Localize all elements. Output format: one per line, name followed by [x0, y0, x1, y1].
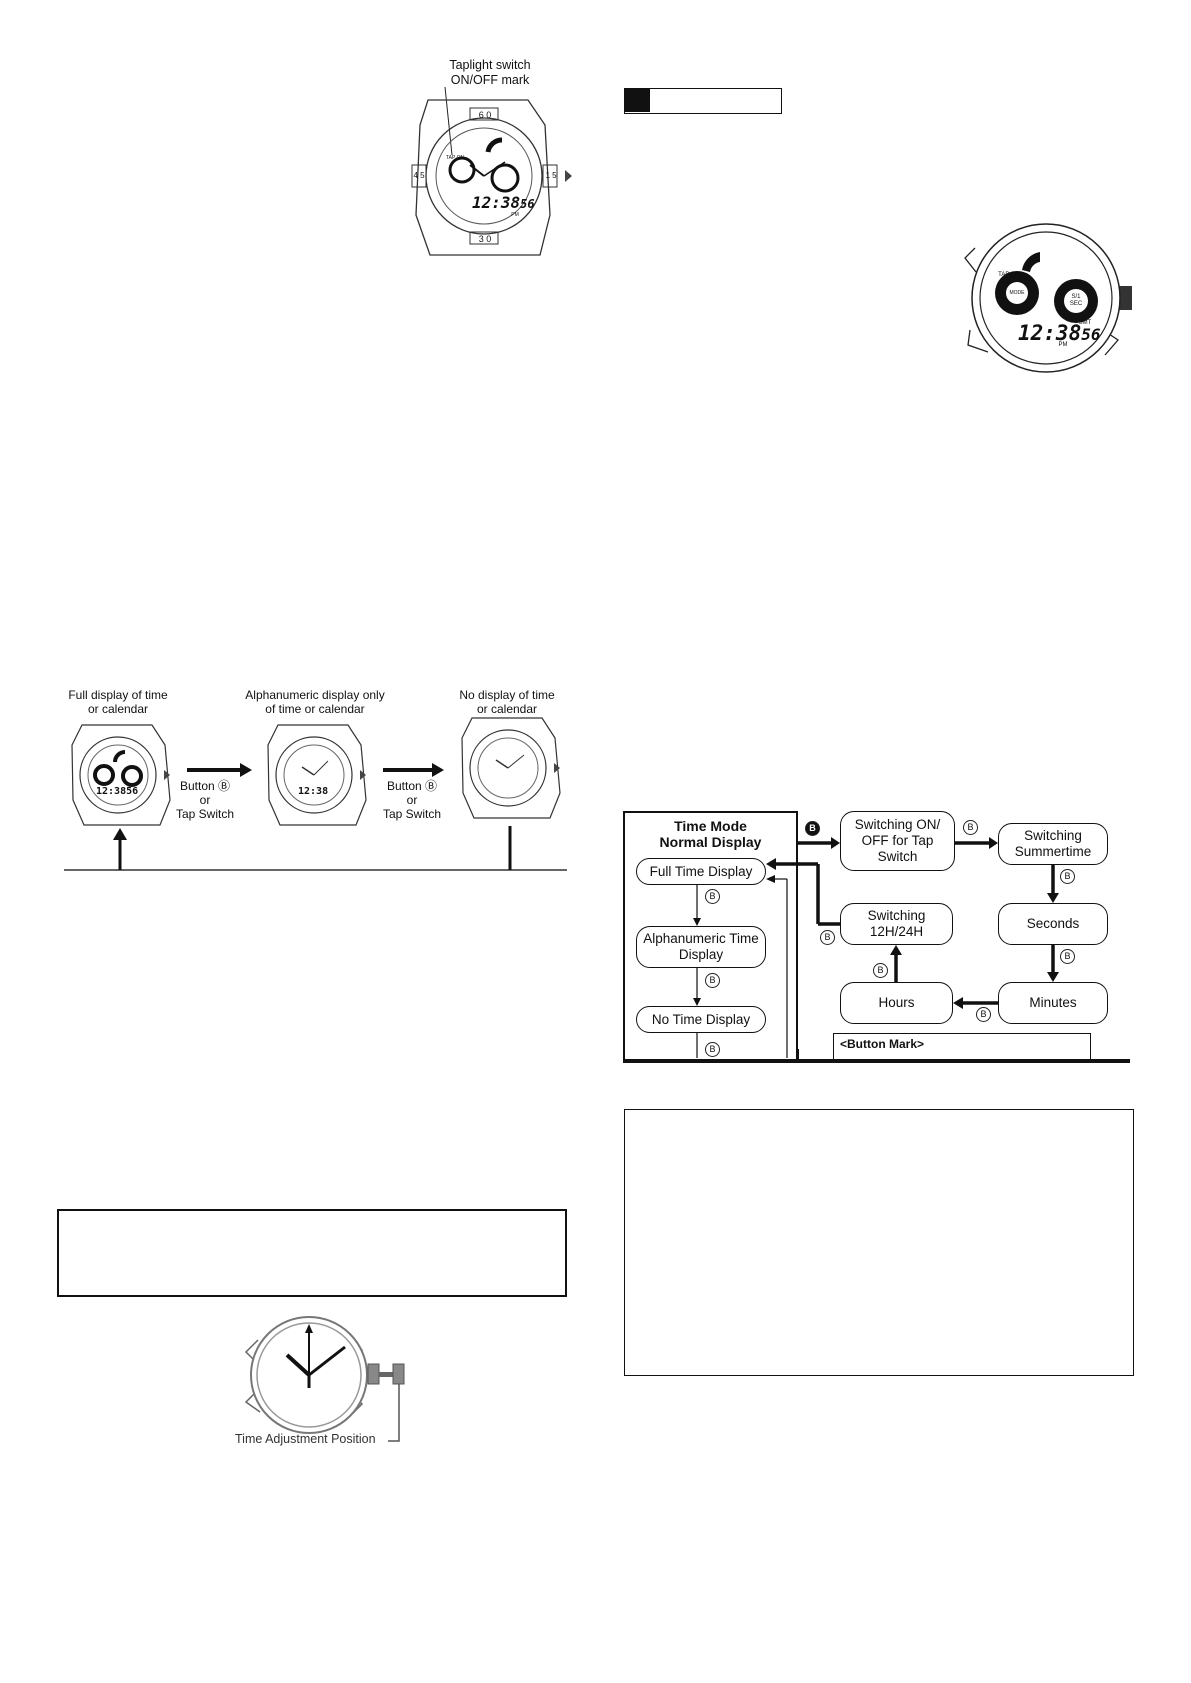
watch2-digital: 12:38	[298, 786, 329, 797]
bezel-mark-15: 1 5	[545, 171, 557, 180]
time-adjustment-label: Time Adjustment Position	[235, 1432, 376, 1446]
top-watch-ampm: PM	[511, 212, 519, 218]
note-box-right	[624, 1109, 1134, 1376]
b-mark-none-return: B	[705, 1042, 720, 1057]
alphanumeric-time-display-box: Alphanumeric Time Display	[636, 926, 766, 968]
b-mark-seconds-minutes: B	[1060, 949, 1075, 964]
right-watch-digital-time: 12:3856	[1018, 321, 1101, 345]
right-watch-tap-label: TAP ON	[998, 272, 1020, 278]
right-watch-ampm: PM	[1058, 342, 1068, 348]
right-watch-smt: SMT	[1078, 320, 1092, 326]
seconds-box: Seconds	[998, 903, 1108, 945]
switching-12h24h-box: Switching 12H/24H	[840, 903, 953, 945]
caption-alpha-1: Alphanumeric display only	[245, 688, 385, 702]
flowchart-title-1: Time Mode	[674, 818, 747, 834]
bezel-mark-45: 4 5	[413, 171, 425, 180]
b-mark-minutes-hours: B	[976, 1007, 991, 1022]
bezel-mark-60: 6 0	[478, 110, 492, 120]
display-sequence-drawing	[64, 717, 567, 871]
button-mark-label: <Button Mark>	[840, 1037, 925, 1051]
taplight-callout-line1: Taplight switch	[449, 58, 531, 72]
flowchart-title-2: Normal Display	[659, 834, 762, 850]
arrow1-label-2: or	[199, 793, 211, 807]
caption-none-2: or calendar	[476, 702, 538, 716]
section-header-marker	[625, 89, 650, 112]
section-header-bar	[624, 88, 782, 114]
arrow2-label-3: Tap Switch	[382, 807, 442, 821]
b-mark-hours-12h: B	[873, 963, 888, 978]
b-mark-12h-full: B	[820, 930, 835, 945]
right-watch-mode: MODE	[1009, 290, 1025, 296]
right-watch-drawing	[964, 223, 1132, 373]
b-mark-alpha-none: B	[705, 973, 720, 988]
arrow1-label-3: Tap Switch	[175, 807, 235, 821]
right-watch-sub-top: S/1	[1071, 294, 1081, 300]
caption-none-1: No display of time	[459, 688, 555, 702]
right-watch-sub-bottom: SEC	[1069, 301, 1083, 307]
arrow2-label-1: Button Ⓑ	[386, 779, 438, 793]
caption-full-2: or calendar	[87, 702, 149, 716]
taplight-callout-line2: ON/OFF mark	[450, 73, 530, 87]
button-mark-legend: <Button Mark>	[833, 1033, 1091, 1059]
switching-tap-box: Switching ON/ OFF for Tap Switch	[840, 811, 955, 871]
flowchart-arrows	[623, 837, 1130, 1063]
b-mark-filled: B	[805, 821, 820, 836]
b-mark-summer-seconds: B	[1060, 869, 1075, 884]
time-adjust-drawing	[244, 1316, 405, 1442]
arrow1-label-1: Button Ⓑ	[179, 779, 231, 793]
hours-box: Hours	[840, 982, 953, 1024]
switching-summertime-box: Switching Summertime	[998, 823, 1108, 865]
full-time-display-box: Full Time Display	[636, 858, 766, 885]
time-mode-frame	[623, 811, 798, 1061]
bezel-mark-30: 3 0	[478, 234, 492, 244]
top-watch-tap-label: TAP ON	[445, 155, 465, 161]
watch1-digital: 12:3856	[96, 786, 139, 797]
b-mark-tap-summer: B	[963, 820, 978, 835]
top-watch-drawing	[411, 86, 572, 256]
caption-full-1: Full display of time	[68, 688, 168, 702]
arrow2-label-2: or	[406, 793, 418, 807]
note-box-left	[57, 1209, 567, 1297]
b-mark-full-alpha: B	[705, 889, 720, 904]
caption-alpha-2: of time or calendar	[265, 702, 365, 716]
top-watch-digital-time: 12:3856	[472, 193, 535, 212]
minutes-box: Minutes	[998, 982, 1108, 1024]
no-time-display-box: No Time Display	[636, 1006, 766, 1033]
